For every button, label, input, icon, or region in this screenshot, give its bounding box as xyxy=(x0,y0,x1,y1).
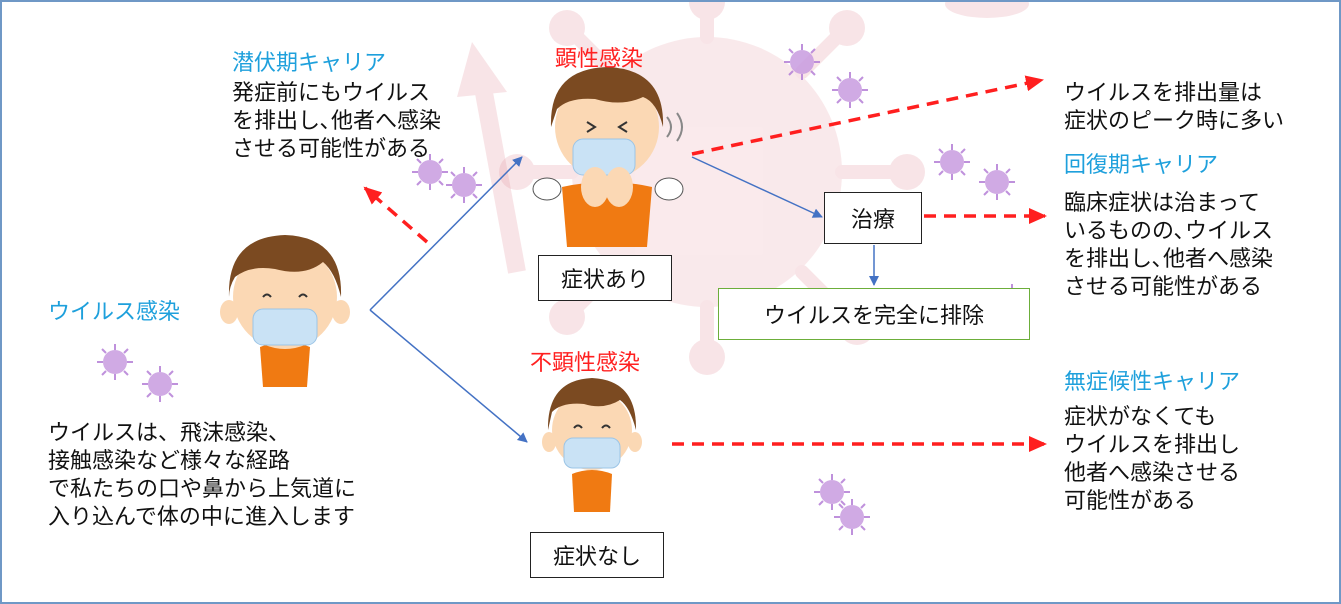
recovery-line: を排出し､他者へ感染 xyxy=(1064,247,1274,272)
description-line: 入り込んで体の中に進入します xyxy=(48,505,355,530)
inapparent-infection-heading: 不顕性感染 xyxy=(530,351,641,376)
recovery-carrier-text: 臨床症状は治まって いるものの､ウイルス を排出し､他者へ感染 させる可能性があ… xyxy=(1064,190,1273,302)
overt-infection-heading: 顕性感染 xyxy=(555,47,644,72)
asymptomatic-line: 他者へ感染させる xyxy=(1064,461,1241,486)
latent-carrier-heading: 潜伏期キャリア xyxy=(232,51,387,76)
treatment-box: 治療 xyxy=(824,192,922,244)
overt-status-box: 症状あり xyxy=(538,255,672,301)
recovery-line: 臨床症状は治まって xyxy=(1064,191,1261,216)
asymptomatic-line: 可能性がある xyxy=(1064,489,1197,514)
asymptomatic-line: 症状がなくても xyxy=(1064,405,1217,430)
recovery-line: いるものの､ウイルス xyxy=(1064,219,1274,244)
asymptomatic-carrier-text: 症状がなくても ウイルスを排出し 他者へ感染させる 可能性がある xyxy=(1064,404,1240,516)
virus-infection-label: ウイルス感染 xyxy=(48,300,181,325)
latent-line: させる可能性がある xyxy=(232,137,431,162)
asymptomatic-line: ウイルスを排出し xyxy=(1064,433,1241,458)
latent-line: 発症前にもウイルス xyxy=(232,81,431,106)
infection-description: ウイルスは、飛沫感染、 接触感染など様々な経路 で私たちの口や鼻から上気道に 入… xyxy=(48,420,356,532)
inapparent-status-box: 症状なし xyxy=(530,532,664,578)
recovery-carrier-heading: 回復期キャリア xyxy=(1064,153,1219,178)
asymptomatic-carrier-heading: 無症候性キャリア xyxy=(1064,370,1241,395)
description-line: で私たちの口や鼻から上気道に xyxy=(48,477,357,502)
peak-line: 症状のピーク時に多い xyxy=(1064,109,1285,134)
description-line: 接触感染など様々な経路 xyxy=(48,449,291,474)
peak-note: ウイルスを排出量は 症状のピーク時に多い xyxy=(1064,80,1284,136)
latent-carrier-text: 発症前にもウイルス を排出し､他者へ感染 させる可能性がある xyxy=(232,80,441,164)
peak-line: ウイルスを排出量は xyxy=(1064,81,1263,106)
latent-line: を排出し､他者へ感染 xyxy=(232,109,442,134)
description-line: ウイルスは、飛沫感染、 xyxy=(48,421,291,446)
virus-eliminated-box: ウイルスを完全に排除 xyxy=(718,288,1030,340)
recovery-line: させる可能性がある xyxy=(1064,275,1263,300)
